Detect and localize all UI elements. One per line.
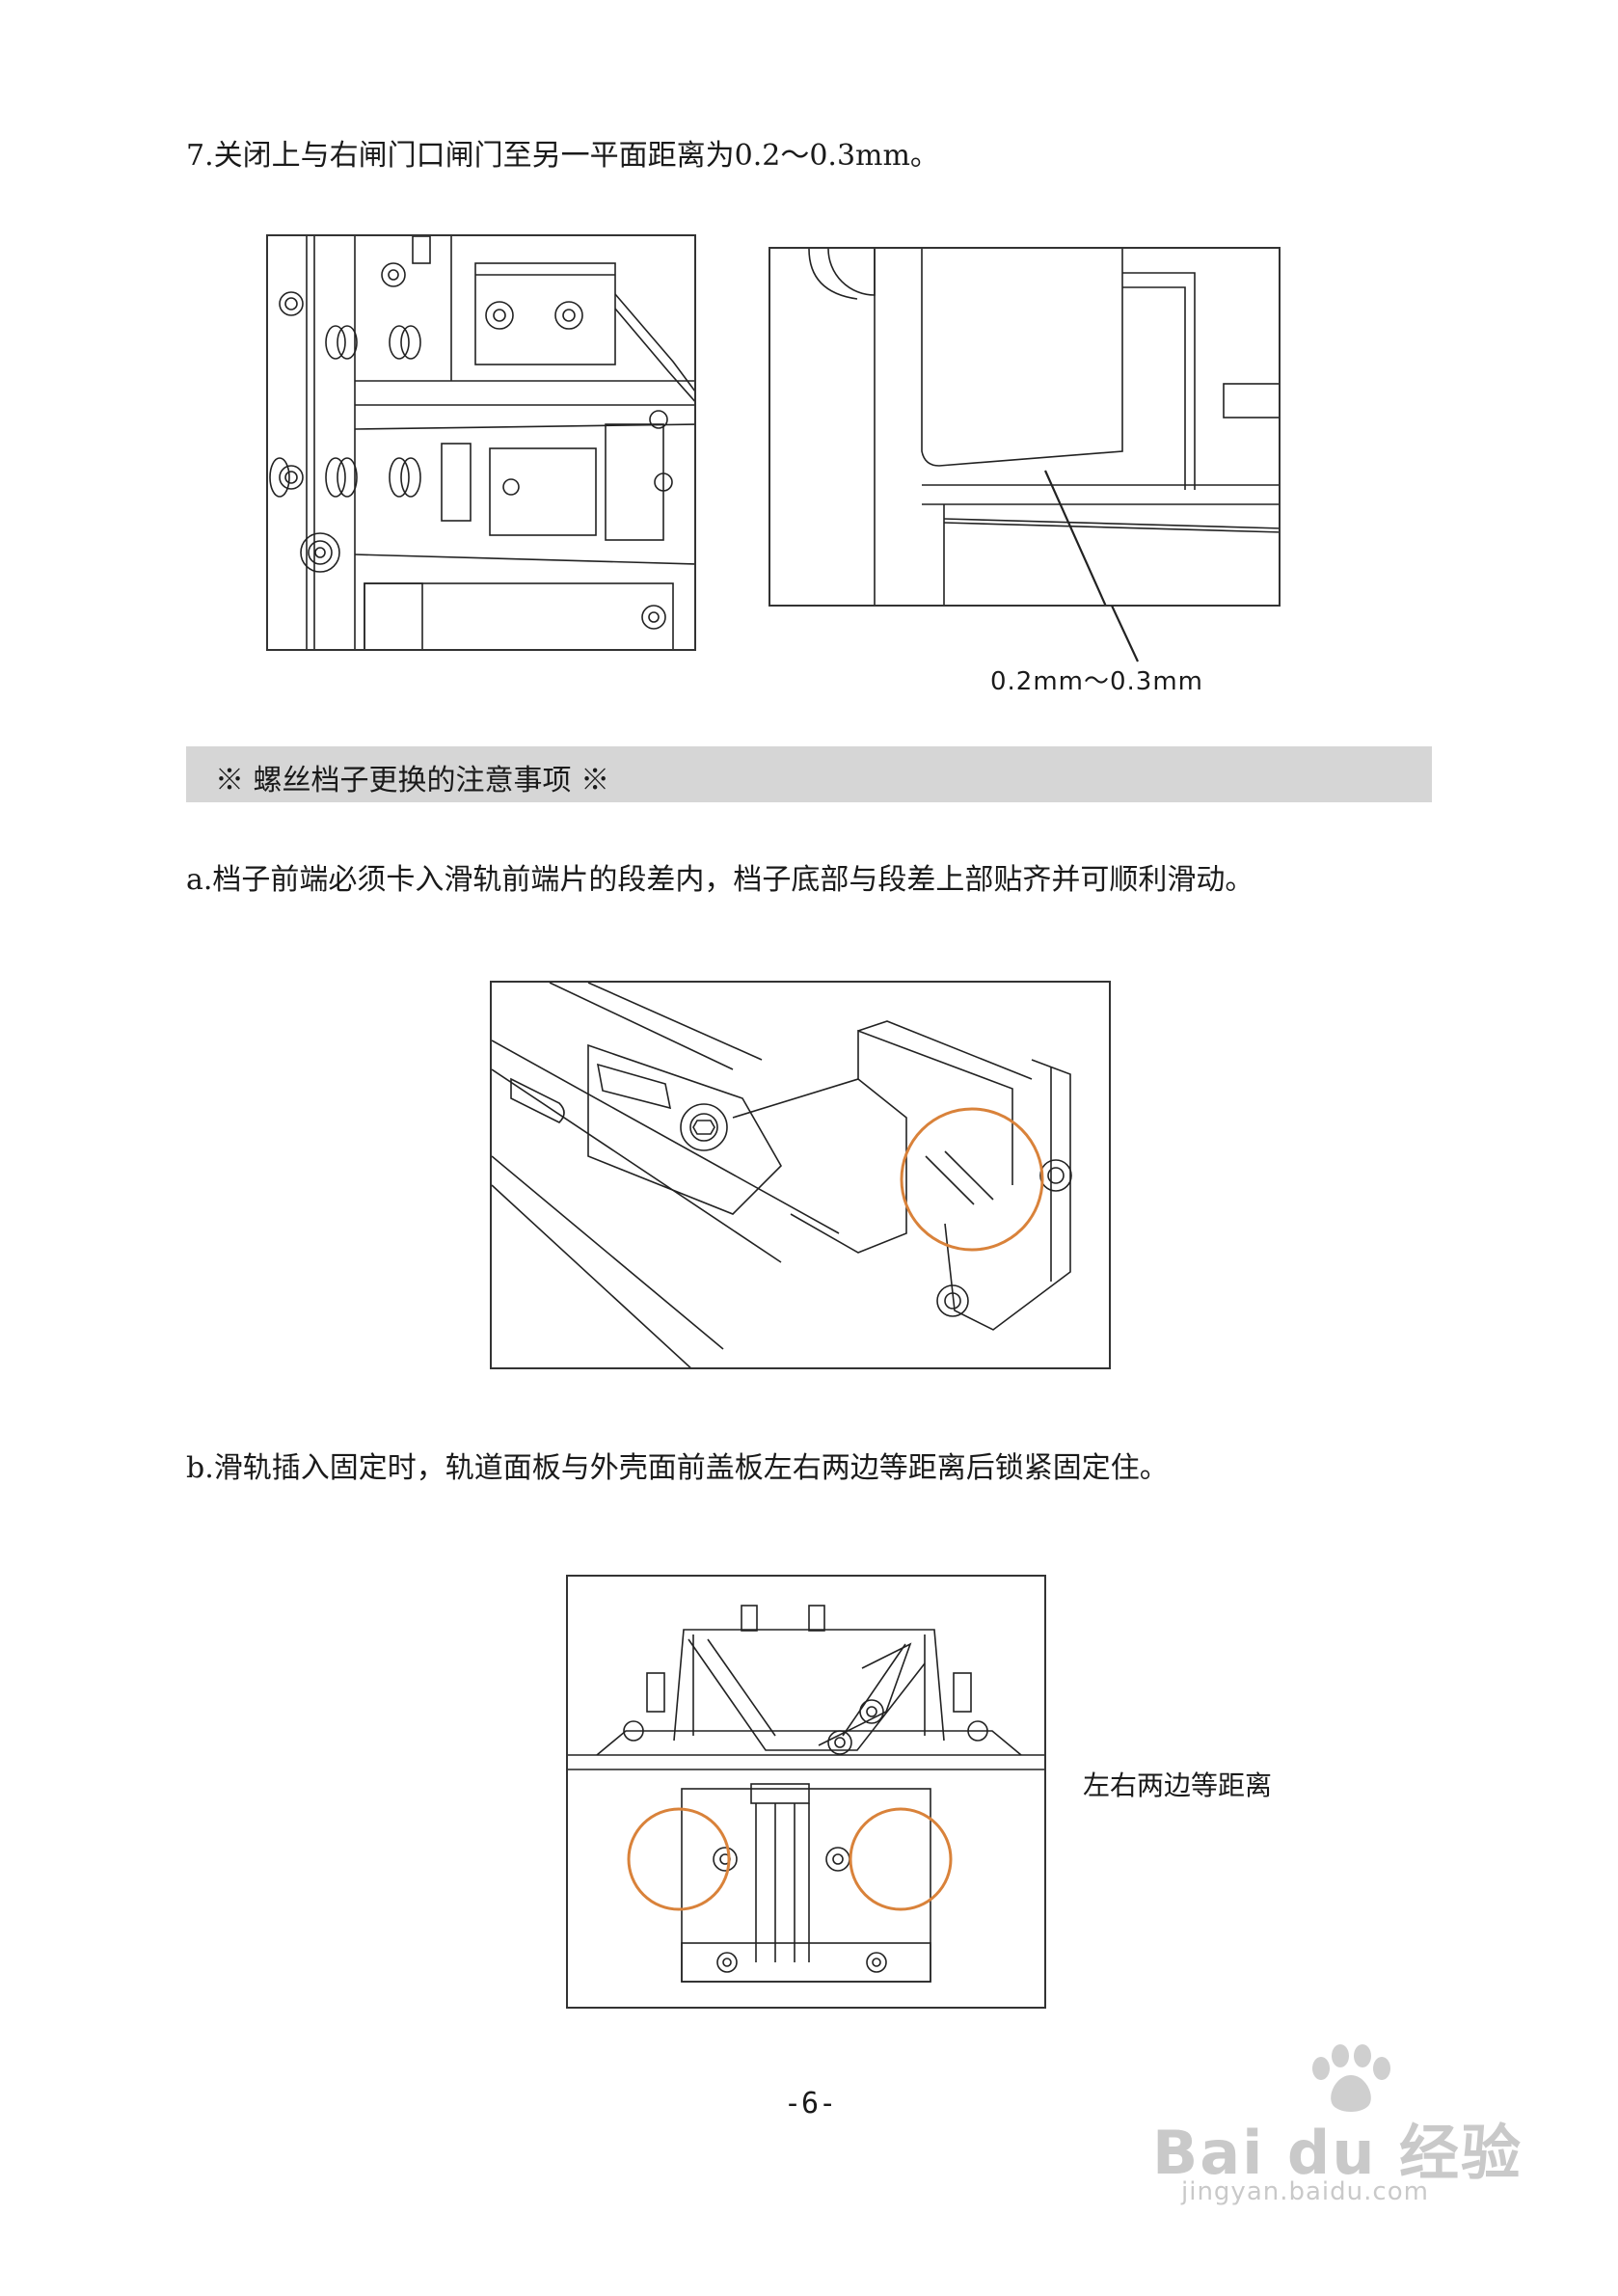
notice-title: ※ 螺丝档子更换的注意事项 ※ [215,764,610,797]
figure-gap-detail [769,247,1281,607]
baidu-watermark: Bai du 经验 jingyan.baidu.com [1152,2044,1538,2208]
step7-instruction: 7.关闭上与右闸门口闸门至另一平面距离为0.2～0.3mm。 [186,139,939,173]
notice-banner: ※ 螺丝档子更换的注意事项 ※ [186,746,1432,802]
paw-icon [1312,2044,1390,2112]
item-a-instruction: a.档子前端必须卡入滑轨前端片的段差内，档子底部与段差上部贴齐并可顺利滑动。 [186,863,1254,897]
gap-dimension-label: 0.2mm～0.3mm [990,667,1204,696]
item-b-instruction: b.滑轨插入固定时，轨道面板与外壳面前盖板左右两边等距离后锁紧固定住。 [186,1451,1169,1485]
watermark-url: jingyan.baidu.com [1181,2177,1429,2206]
page-number: -6- [784,2087,837,2120]
figure-stopper-front [490,981,1111,1369]
equal-spacing-caption: 左右两边等距离 [1083,1769,1273,1801]
figure-mechanism-overview [266,234,696,651]
watermark-brand: Bai du 经验 [1152,2118,1524,2188]
figure-rail-equal-spacing [566,1575,1046,2009]
